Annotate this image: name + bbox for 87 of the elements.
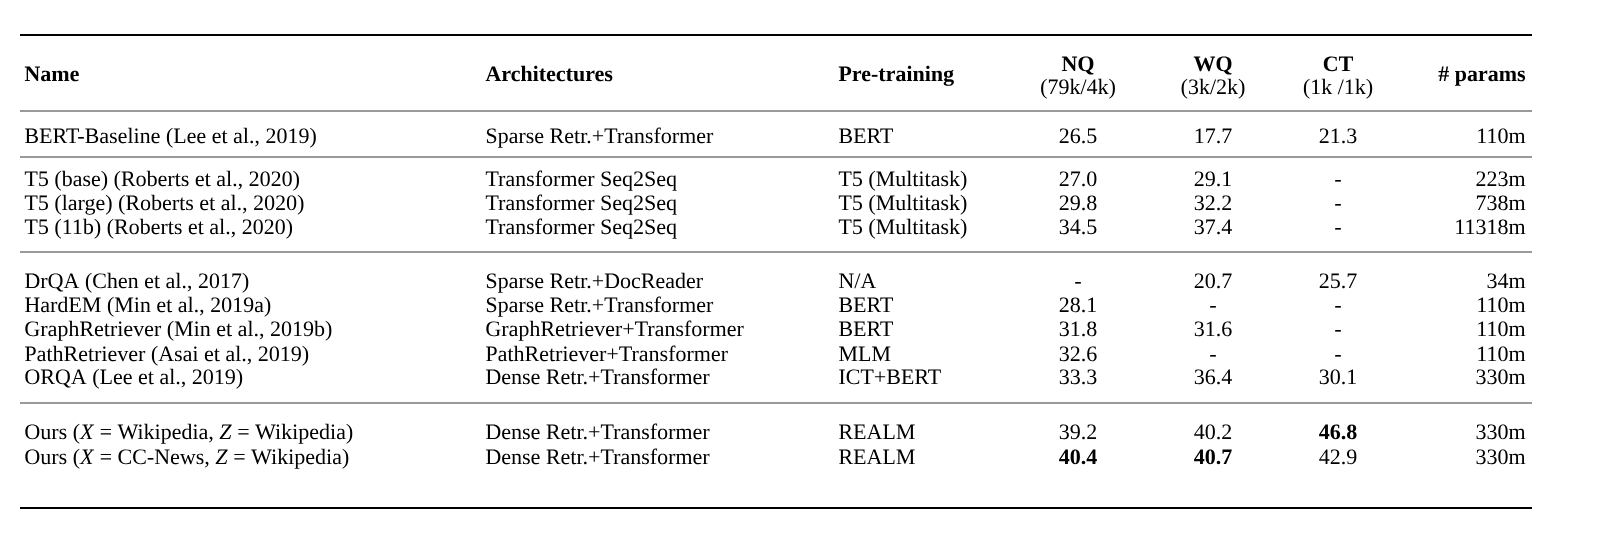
table-cell: - bbox=[1075, 282, 1081, 284]
table-cell: PathRetriever (Asai et al., 2019) bbox=[25, 345, 309, 366]
table-cell: Sparse Retr.+DocReader bbox=[486, 272, 703, 293]
column-header: NQ bbox=[1061, 56, 1094, 75]
table-cell: BERT bbox=[839, 128, 893, 144]
table-cell: Dense Retr.+Transformer bbox=[486, 368, 710, 385]
table-cell: 20.7 bbox=[1194, 273, 1232, 289]
table-cell: Dense Retr.+Transformer bbox=[486, 423, 710, 440]
table-cell: - bbox=[1335, 330, 1341, 332]
table-cell: - bbox=[1210, 355, 1216, 357]
table-cell: DrQA (Chen et al., 2017) bbox=[25, 272, 249, 293]
table-cell: 21.3 bbox=[1319, 128, 1357, 144]
table-cell: T5 (large) (Roberts et al., 2020) bbox=[24, 194, 304, 215]
table-cell: Sparse Retr.+Transformer bbox=[486, 296, 714, 317]
table-cell: T5 (Multitask) bbox=[838, 218, 967, 239]
column-subheader: (1k /1k) bbox=[1303, 78, 1373, 99]
table-cell: 33.3 bbox=[1059, 369, 1097, 385]
table-cell: ORQA (Lee et al., 2019) bbox=[25, 368, 243, 389]
table-cell: GraphRetriever (Min et al., 2019b) bbox=[25, 320, 332, 341]
table-cell: 110m bbox=[1478, 128, 1526, 144]
column-header: CT bbox=[1323, 56, 1353, 72]
table-cell: 738m bbox=[1476, 195, 1526, 211]
column-header: Pre-training bbox=[838, 65, 954, 86]
column-subheader: (79k/4k) bbox=[1041, 78, 1115, 99]
column-header: # params bbox=[1438, 66, 1526, 86]
table-cell: 40.4 bbox=[1059, 449, 1097, 465]
table-cell: 25.7 bbox=[1319, 273, 1357, 289]
table-cell: BERT bbox=[839, 297, 893, 313]
table-cell: 330m bbox=[1476, 424, 1526, 440]
column-header: Architectures bbox=[485, 65, 613, 82]
table-cell: 30.1 bbox=[1319, 369, 1356, 385]
table-cell: 46.8 bbox=[1319, 424, 1357, 440]
table-cell: 32.6 bbox=[1059, 346, 1097, 362]
table-cell: 110m bbox=[1478, 321, 1526, 337]
table-cell: BERT bbox=[839, 321, 893, 337]
table-cell: 110m bbox=[1478, 346, 1526, 362]
table-cell: N/A bbox=[839, 273, 877, 289]
table-cell: MLM bbox=[839, 346, 891, 361]
table-cell: REALM bbox=[839, 424, 915, 439]
table-cell: PathRetriever+Transformer bbox=[486, 345, 728, 362]
table-cell: REALM bbox=[839, 449, 915, 464]
table-cell: 330m bbox=[1476, 369, 1526, 385]
table-cell: 40.7 bbox=[1194, 449, 1232, 465]
table-cell: 37.4 bbox=[1194, 219, 1232, 235]
column-header: Name bbox=[24, 66, 79, 82]
table-cell: T5 (Multitask) bbox=[838, 170, 967, 191]
table-cell: 26.5 bbox=[1059, 128, 1097, 144]
table-cell: Ours (X = Wikipedia, Z = Wikipedia) bbox=[25, 423, 353, 444]
table-cell: 223m bbox=[1476, 171, 1526, 187]
table-cell: 39.2 bbox=[1059, 424, 1097, 440]
table-cell: 17.7 bbox=[1195, 128, 1232, 144]
table-cell: 29.8 bbox=[1059, 195, 1097, 211]
table-cell: - bbox=[1335, 306, 1341, 308]
table-cell: 32.2 bbox=[1194, 195, 1232, 211]
table-cell: Dense Retr.+Transformer bbox=[486, 448, 710, 465]
table-cell: Sparse Retr.+Transformer bbox=[486, 127, 714, 148]
table-cell: HardEM (Min et al., 2019a) bbox=[25, 296, 271, 317]
table-cell: 110m bbox=[1478, 297, 1526, 313]
table-cell: 36.4 bbox=[1194, 369, 1232, 385]
table-cell: T5 (11b) (Roberts et al., 2020) bbox=[24, 218, 293, 239]
table-cell: 28.1 bbox=[1059, 297, 1096, 313]
table-cell: Transformer Seq2Seq bbox=[485, 218, 677, 239]
table-cell: 29.1 bbox=[1194, 171, 1231, 187]
table-cell: Transformer Seq2Seq bbox=[485, 194, 677, 215]
table-cell: - bbox=[1210, 306, 1216, 308]
table-cell: 31.8 bbox=[1059, 321, 1097, 337]
table-cell: ICT+BERT bbox=[839, 369, 941, 385]
table-cell: Transformer Seq2Seq bbox=[485, 170, 677, 191]
table-cell: BERT-Baseline (Lee et al., 2019) bbox=[25, 127, 316, 148]
table-cell: T5 (Multitask) bbox=[838, 194, 967, 215]
table-cell: Ours (X = CC-News, Z = Wikipedia) bbox=[25, 448, 349, 469]
table-cell: - bbox=[1335, 180, 1341, 182]
table-cell: 40.2 bbox=[1194, 424, 1232, 440]
table-cell: GraphRetriever+Transformer bbox=[486, 320, 744, 341]
table-cell: - bbox=[1335, 355, 1341, 357]
table-cell: 27.0 bbox=[1059, 171, 1097, 187]
table-cell: 42.9 bbox=[1319, 449, 1357, 465]
table-cell: T5 (base) (Roberts et al., 2020) bbox=[24, 170, 299, 191]
table-cell: 34m bbox=[1487, 273, 1526, 289]
table-cell: 34.5 bbox=[1059, 219, 1097, 235]
table-cell: - bbox=[1335, 204, 1341, 206]
column-subheader: (3k/2k) bbox=[1181, 78, 1245, 99]
table-cell: 11318m bbox=[1456, 219, 1526, 235]
table-cell: 31.6 bbox=[1194, 321, 1232, 337]
column-header: WQ bbox=[1193, 56, 1232, 75]
table-cell: 330m bbox=[1476, 449, 1526, 465]
table-cell: - bbox=[1335, 228, 1341, 230]
